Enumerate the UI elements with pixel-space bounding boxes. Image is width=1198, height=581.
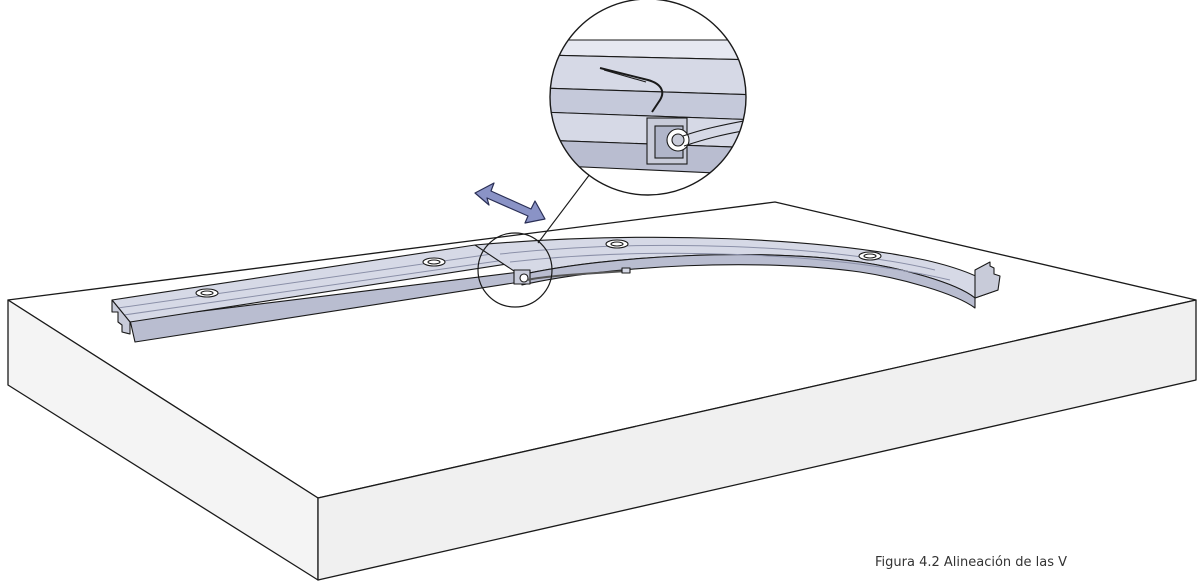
- joint-highlight-circle: [477, 232, 553, 308]
- curved-rail-side: [519, 254, 976, 309]
- plate-front-face: [317, 299, 1197, 581]
- curved-rail-end-profile: [974, 261, 1001, 299]
- figure-caption: Figura 4.2 Alineación de las V: [875, 555, 1068, 570]
- callout-leader-line: [537, 173, 591, 244]
- mounting-hole: [195, 288, 219, 298]
- mounting-hole: [422, 257, 446, 267]
- mounting-hole: [858, 251, 882, 261]
- double-arrow-icon: [474, 182, 546, 224]
- sensor-cable: [526, 270, 629, 281]
- straight-rail-end-profile: [111, 299, 131, 335]
- mounting-holes: [195, 239, 882, 298]
- magnifier-circle-icon: [549, 0, 747, 196]
- track-rail: [111, 236, 1001, 343]
- mounting-hole: [605, 239, 629, 249]
